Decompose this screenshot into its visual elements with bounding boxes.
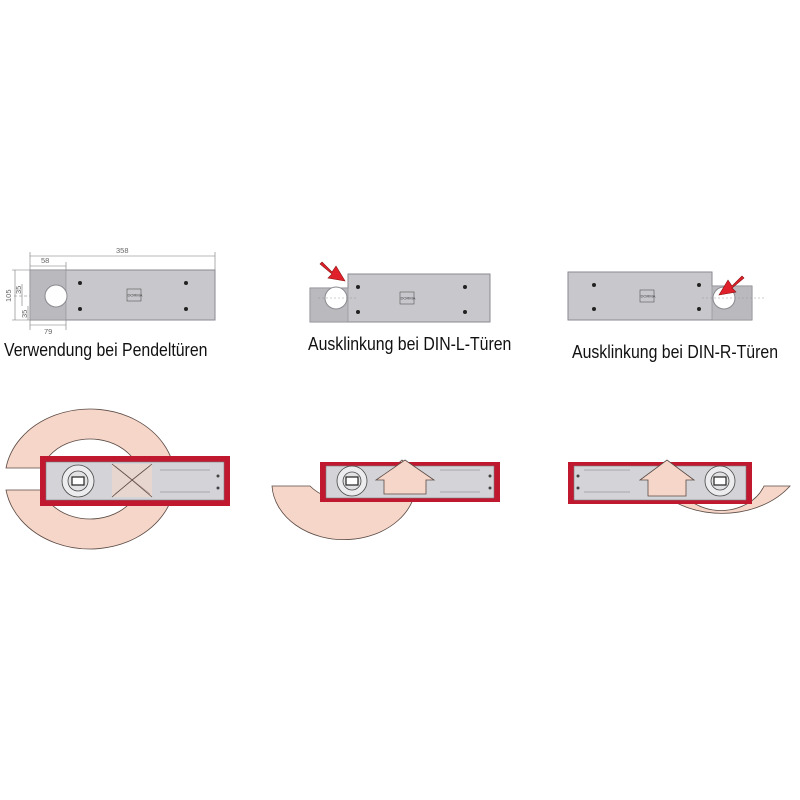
logo: DORMA: [639, 289, 656, 303]
svg-text:DORMA: DORMA: [401, 296, 416, 301]
caption-din-l: Ausklinkung bei DIN-L-Türen: [308, 334, 512, 354]
swing-view-pendel: [5, 408, 230, 550]
dim-height: 105: [4, 289, 13, 302]
dim-offset-top: 58: [41, 256, 49, 265]
caption-pendel: Verwendung bei Pendeltüren: [4, 340, 208, 360]
spindle-icon: [704, 465, 736, 497]
dim-inner-offset: 35: [20, 310, 29, 318]
caption-din-r: Ausklinkung bei DIN-R-Türen: [572, 342, 779, 362]
dim-total-length: 358: [116, 246, 129, 255]
logo: DORMA: [126, 288, 143, 302]
plate-pendel: 358 58 105 35 35 79 DORMA: [4, 246, 216, 336]
screw-holes: [356, 285, 467, 314]
svg-text:DORMA: DORMA: [641, 294, 656, 299]
swing-view-din-l: [271, 459, 500, 541]
screw-holes: [592, 283, 701, 311]
dim-inner-height: 35: [14, 286, 23, 294]
svg-text:DORMA: DORMA: [128, 293, 143, 298]
spindle-icon: [61, 464, 95, 498]
notch-arrow-icon: [718, 275, 745, 296]
plate-din-l: DORMA: [309, 261, 491, 323]
spindle-icon: [336, 465, 368, 497]
swing-arc-icon: [5, 408, 176, 550]
notch-arrow-icon: [319, 261, 346, 282]
screw-holes: [78, 281, 188, 311]
spindle-hole: [44, 284, 68, 308]
dim-offset-bottom: 79: [44, 327, 52, 336]
plate-din-r: DORMA: [567, 271, 764, 321]
logo: DORMA: [399, 291, 416, 305]
swing-view-din-r: [568, 459, 791, 514]
